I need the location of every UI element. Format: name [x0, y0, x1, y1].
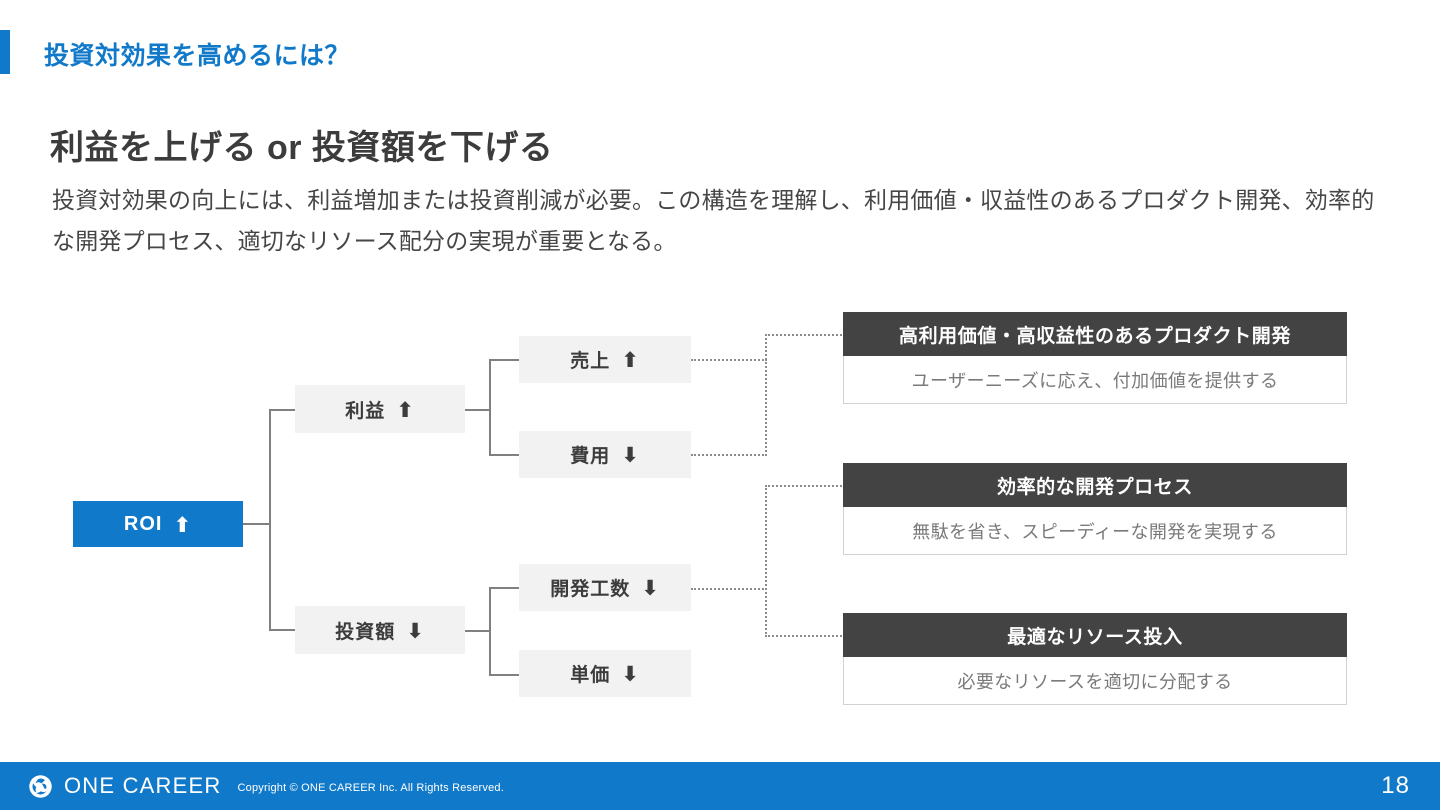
connector-profit-stub [465, 409, 491, 411]
diagram-node-investment: 投資額 ⬇ [295, 606, 465, 654]
arrow-down-icon: ⬇ [641, 577, 660, 600]
connector-to-manhours [489, 587, 520, 589]
brand-name: ONE CAREER [64, 773, 222, 798]
arrow-down-icon: ⬇ [621, 663, 640, 686]
diagram-node-cost-label: 費用 [570, 446, 611, 467]
header-accent-bar [0, 30, 10, 74]
diagram-node-unitprice-label: 単価 [570, 665, 611, 686]
outcome-card-2-title: 効率的な開発プロセス [843, 463, 1347, 507]
outcome-card-1-title: 高利用価値・高収益性のあるプロダクト開発 [843, 312, 1347, 356]
connector-root-trunk [269, 409, 271, 631]
arrow-down-icon: ⬇ [621, 444, 640, 467]
connector-investment-stub [465, 630, 491, 632]
connector-to-cost [489, 454, 520, 456]
connector-to-sales [489, 359, 520, 361]
connector-investment-trunk [489, 587, 491, 676]
connector-profit-trunk [489, 359, 491, 456]
diagram-node-roi-label: ROI [123, 512, 163, 535]
dotted-connector-manhours [691, 588, 767, 590]
lead-paragraph: 投資対効果の向上には、利益増加または投資削減が必要。この構造を理解し、利用価値・… [52, 187, 1375, 254]
page-title: 利益を上げる or 投資額を下げる [50, 129, 554, 167]
dotted-connector-riser-2 [765, 485, 767, 637]
diagram-node-investment-label: 投資額 [335, 621, 396, 643]
diagram-node-profit-label: 利益 [345, 400, 386, 422]
outcome-card-3-title: 最適なリソース投入 [843, 613, 1347, 657]
dotted-connector-cost [691, 454, 767, 456]
page-number: 18 [1381, 772, 1410, 799]
outcome-card-3: 最適なリソース投入 必要なリソースを適切に分配する [843, 613, 1347, 705]
outcome-card-1: 高利用価値・高収益性のあるプロダクト開発 ユーザーニーズに応え、付加価値を提供す… [843, 312, 1347, 404]
outcome-card-2: 効率的な開発プロセス 無駄を省き、スピーディーな開発を実現する [843, 463, 1347, 555]
copyright-text: Copyright © ONE CAREER Inc. All Rights R… [237, 782, 504, 794]
brand-logo: ONE CAREER [28, 773, 221, 799]
header-title: 投資対効果を高めるには？ [44, 42, 351, 70]
arrow-up-icon: ⬆ [396, 398, 415, 422]
diagram-node-manhours-label: 開発工数 [550, 579, 631, 600]
diagram-node-roi: ROI ⬆ [73, 501, 243, 547]
diagram-node-sales: 売上 ⬆ [519, 336, 691, 383]
diagram-node-cost: 費用 ⬇ [519, 431, 691, 478]
slide-footer: ONE CAREER Copyright © ONE CAREER Inc. A… [0, 762, 1440, 810]
connector-to-rieki [269, 409, 297, 411]
dotted-connector-to-card-2 [765, 485, 845, 487]
connector-to-unitprice [489, 674, 520, 676]
connector-to-toushigaku [269, 629, 297, 631]
connector-root-stub [243, 523, 271, 525]
diagram-node-manhours: 開発工数 ⬇ [519, 564, 691, 611]
outcome-card-2-body: 無駄を省き、スピーディーな開発を実現する [843, 507, 1347, 555]
one-career-swirl-icon [29, 774, 52, 798]
arrow-up-icon: ⬆ [621, 349, 640, 372]
dotted-connector-to-card-3 [765, 635, 845, 637]
outcome-card-1-body: ユーザーニーズに応え、付加価値を提供する [843, 356, 1347, 404]
diagram-node-profit: 利益 ⬆ [295, 385, 465, 433]
dotted-connector-riser-1 [765, 334, 767, 456]
arrow-down-icon: ⬇ [406, 619, 425, 643]
diagram-node-unitprice: 単価 ⬇ [519, 650, 691, 697]
outcome-card-3-body: 必要なリソースを適切に分配する [843, 657, 1347, 705]
diagram-node-sales-label: 売上 [570, 351, 611, 372]
dotted-connector-sales [691, 359, 767, 361]
dotted-connector-to-card-1 [765, 334, 845, 336]
arrow-up-icon: ⬆ [173, 513, 193, 537]
